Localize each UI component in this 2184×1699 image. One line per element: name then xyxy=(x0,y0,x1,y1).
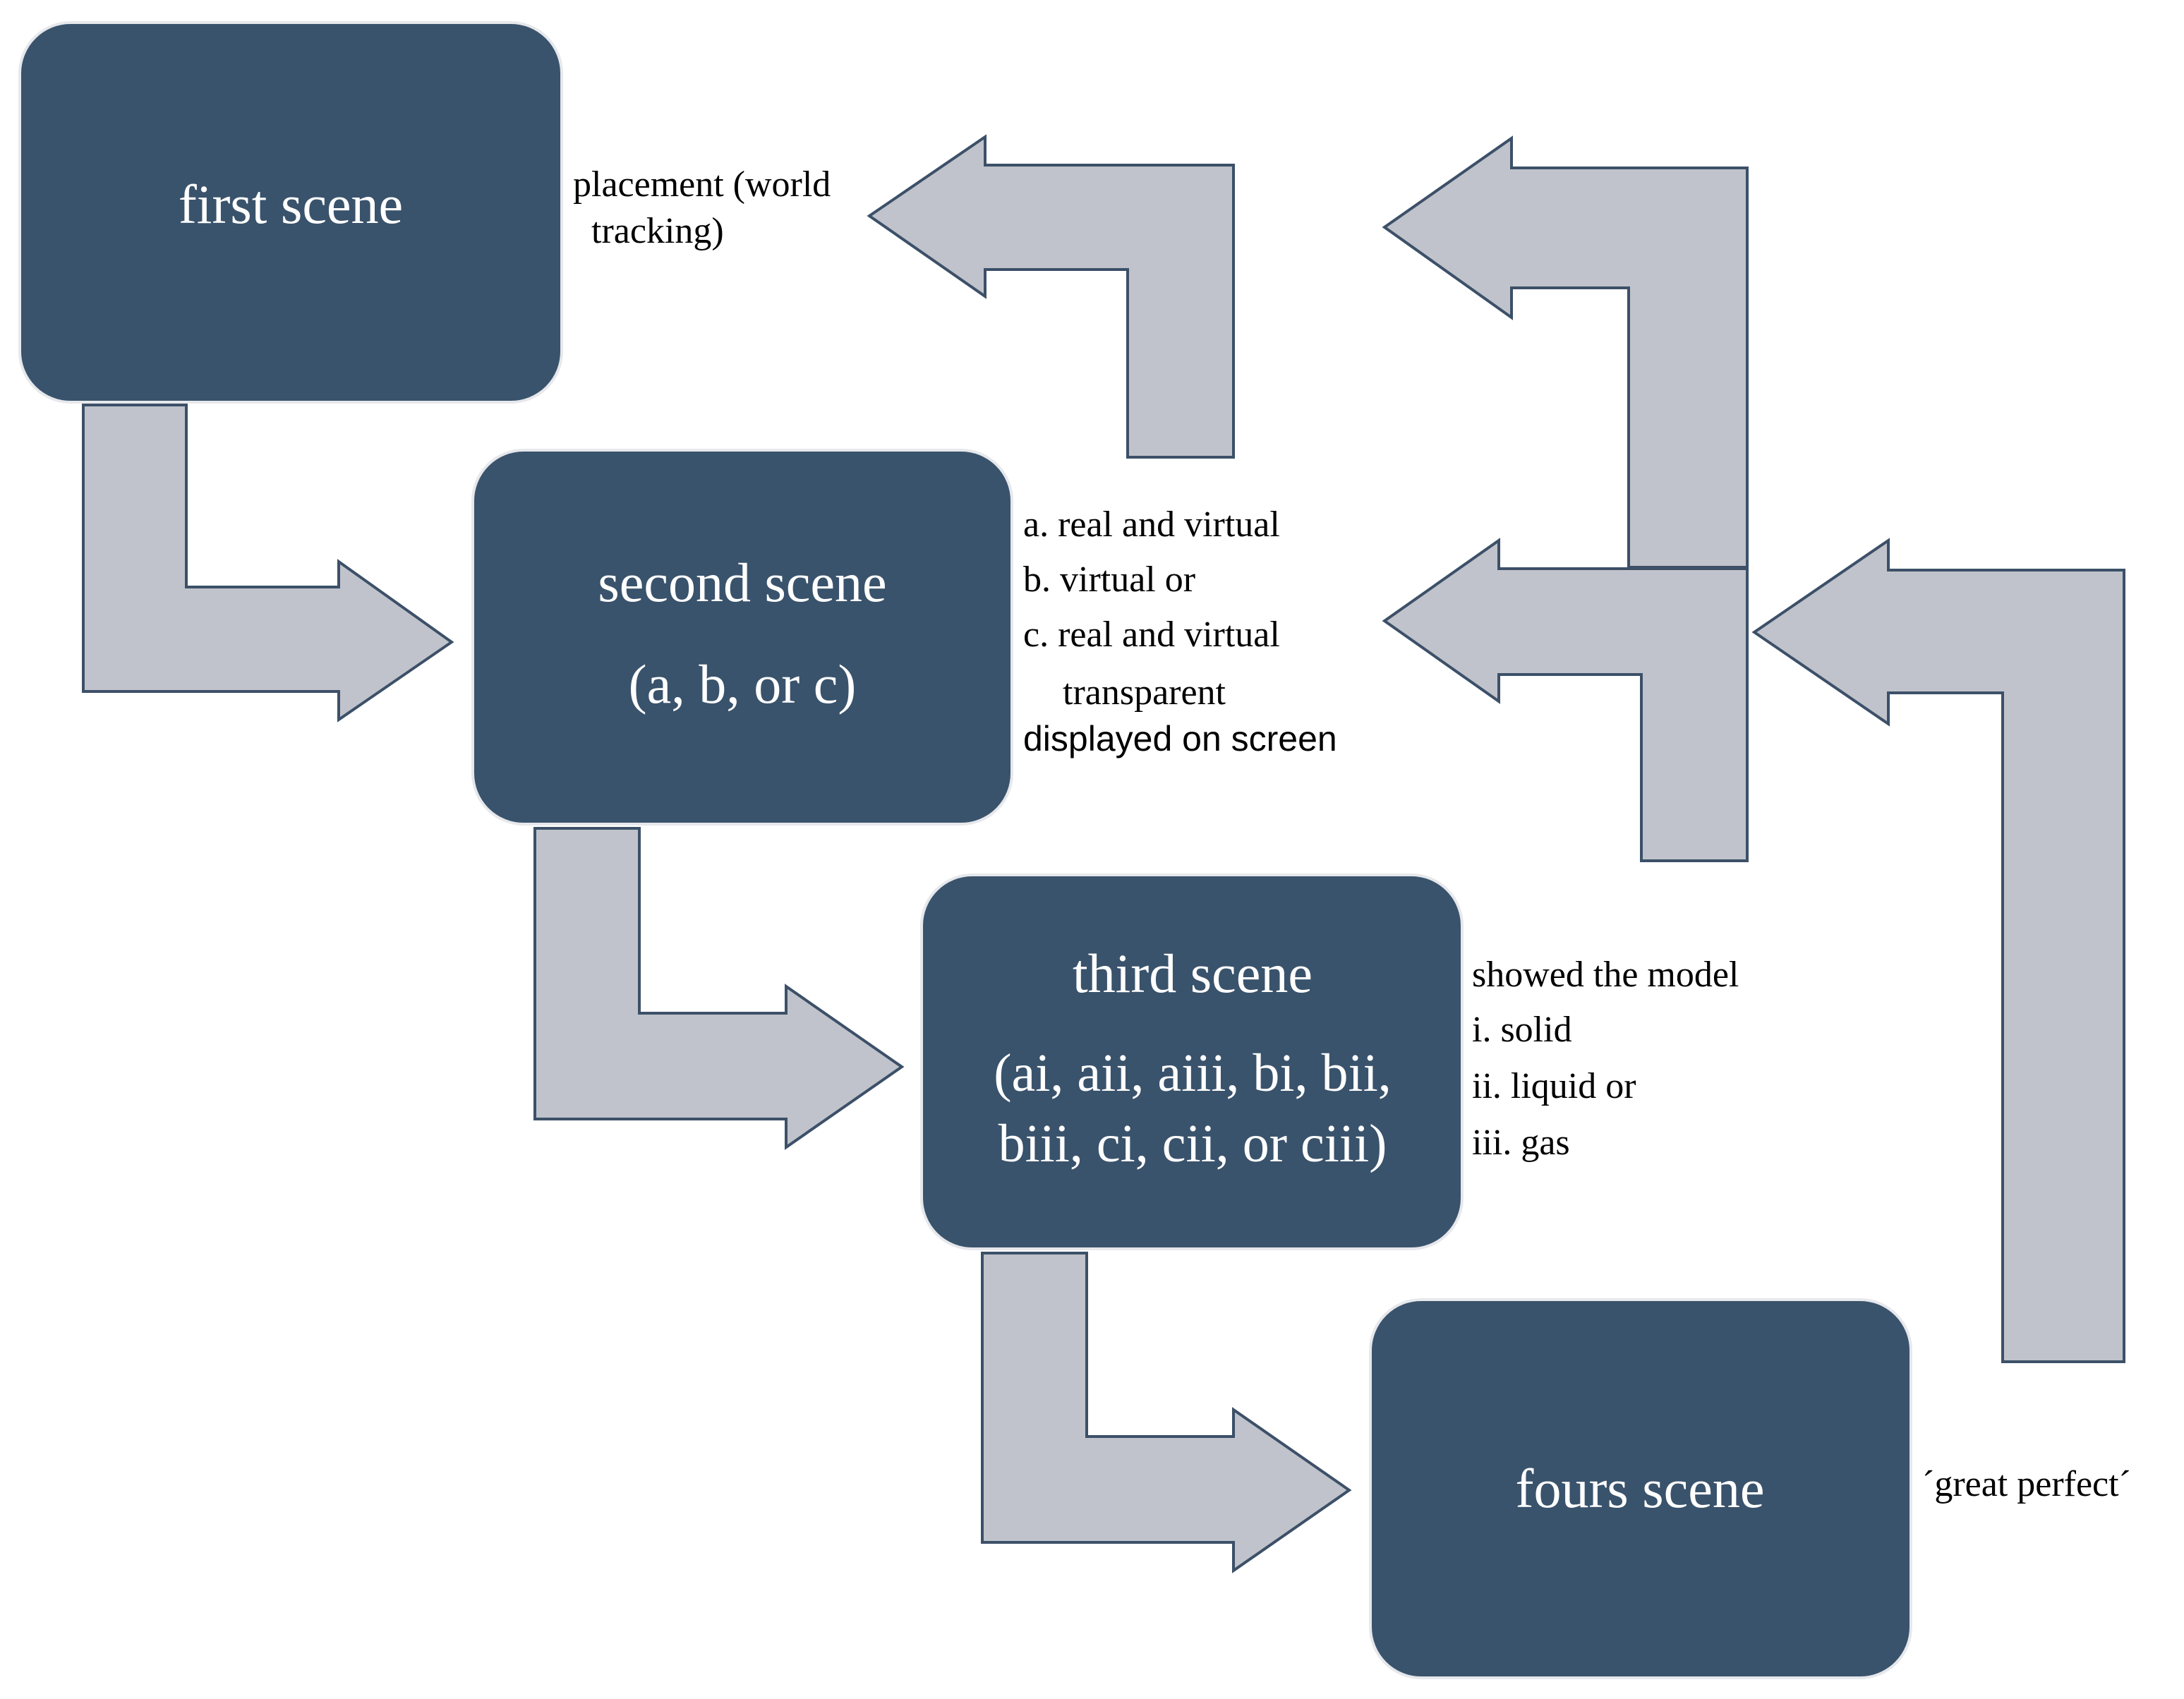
arrow-feedback-to-first xyxy=(867,134,1235,459)
third-scene-box: third scene (ai, aii, aiii, bi, bii, bii… xyxy=(920,873,1464,1250)
first-scene-title: first scene xyxy=(179,174,403,235)
fours-note-text: ´great perfect´ xyxy=(1922,1464,2131,1504)
arrow-third-to-fours xyxy=(981,1252,1352,1573)
third-note-heading: showed the model xyxy=(1472,955,1739,995)
second-note-transparent: transparent xyxy=(1063,672,1226,713)
first-scene-box: first scene xyxy=(18,21,563,404)
third-scene-title: third scene xyxy=(1073,943,1313,1004)
fours-scene-box: fours scene xyxy=(1369,1298,1912,1679)
second-note-displayed: displayed on screen xyxy=(1023,719,1337,758)
second-scene-box: second scene (a, b, or c) xyxy=(471,449,1013,826)
arrow-first-to-second xyxy=(82,404,454,722)
third-scene-subtitle-1: (ai, aii, aiii, bi, bii, xyxy=(994,1044,1392,1103)
second-scene-subtitle: (a, b, or c) xyxy=(629,653,857,715)
third-note-iii: iii. gas xyxy=(1472,1123,1570,1163)
arrow-second-to-third xyxy=(533,827,905,1150)
arrow-feedback-top-right xyxy=(1382,135,1749,569)
first-scene-note: placement (world tracking) xyxy=(573,164,831,251)
third-note-ii: ii. liquid or xyxy=(1472,1066,1636,1106)
first-note-line-2: tracking) xyxy=(591,211,724,251)
arrow-feedback-to-second xyxy=(1382,538,1749,862)
second-note-c: c. real and virtual xyxy=(1023,615,1280,655)
third-scene-subtitle-2: biii, ci, cii, or ciii) xyxy=(999,1114,1387,1173)
arrow-feedback-from-fours xyxy=(1751,538,2125,1363)
second-scene-title: second scene xyxy=(598,552,886,613)
second-scene-note: a. real and virtual b. virtual or c. rea… xyxy=(1023,504,1337,758)
third-note-i: i. solid xyxy=(1472,1010,1572,1050)
fours-scene-note: ´great perfect´ xyxy=(1922,1464,2131,1504)
second-note-a: a. real and virtual xyxy=(1023,504,1280,545)
fours-scene-title: fours scene xyxy=(1515,1458,1764,1519)
first-note-line-1: placement (world xyxy=(573,164,831,205)
second-note-b: b. virtual or xyxy=(1023,560,1195,600)
third-scene-note: showed the model i. solid ii. liquid or … xyxy=(1472,955,1739,1163)
